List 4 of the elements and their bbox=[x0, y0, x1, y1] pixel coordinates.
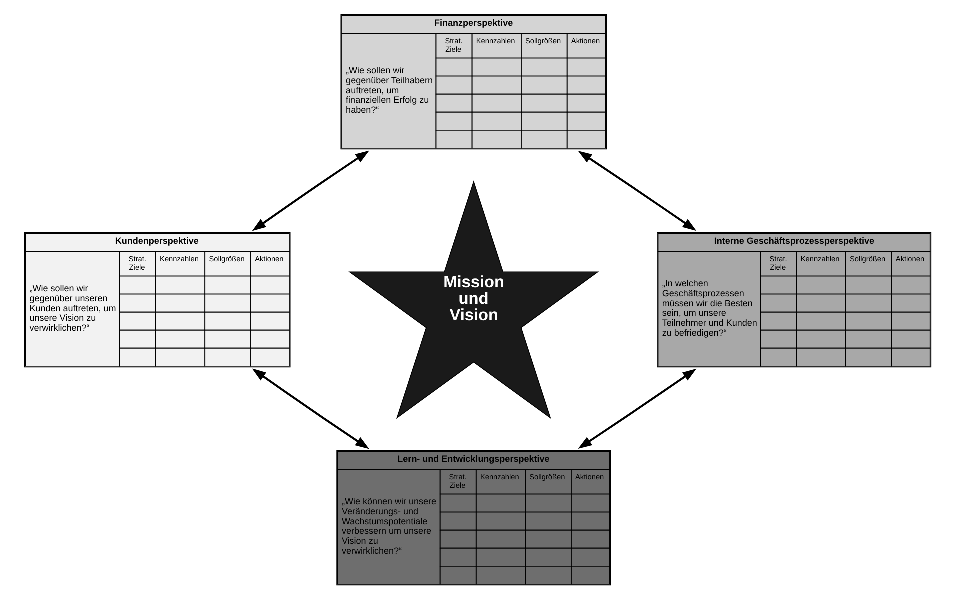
arrow bbox=[252, 368, 370, 450]
arrow bbox=[578, 150, 697, 232]
arrow bbox=[252, 150, 370, 232]
arrow bbox=[578, 368, 697, 450]
